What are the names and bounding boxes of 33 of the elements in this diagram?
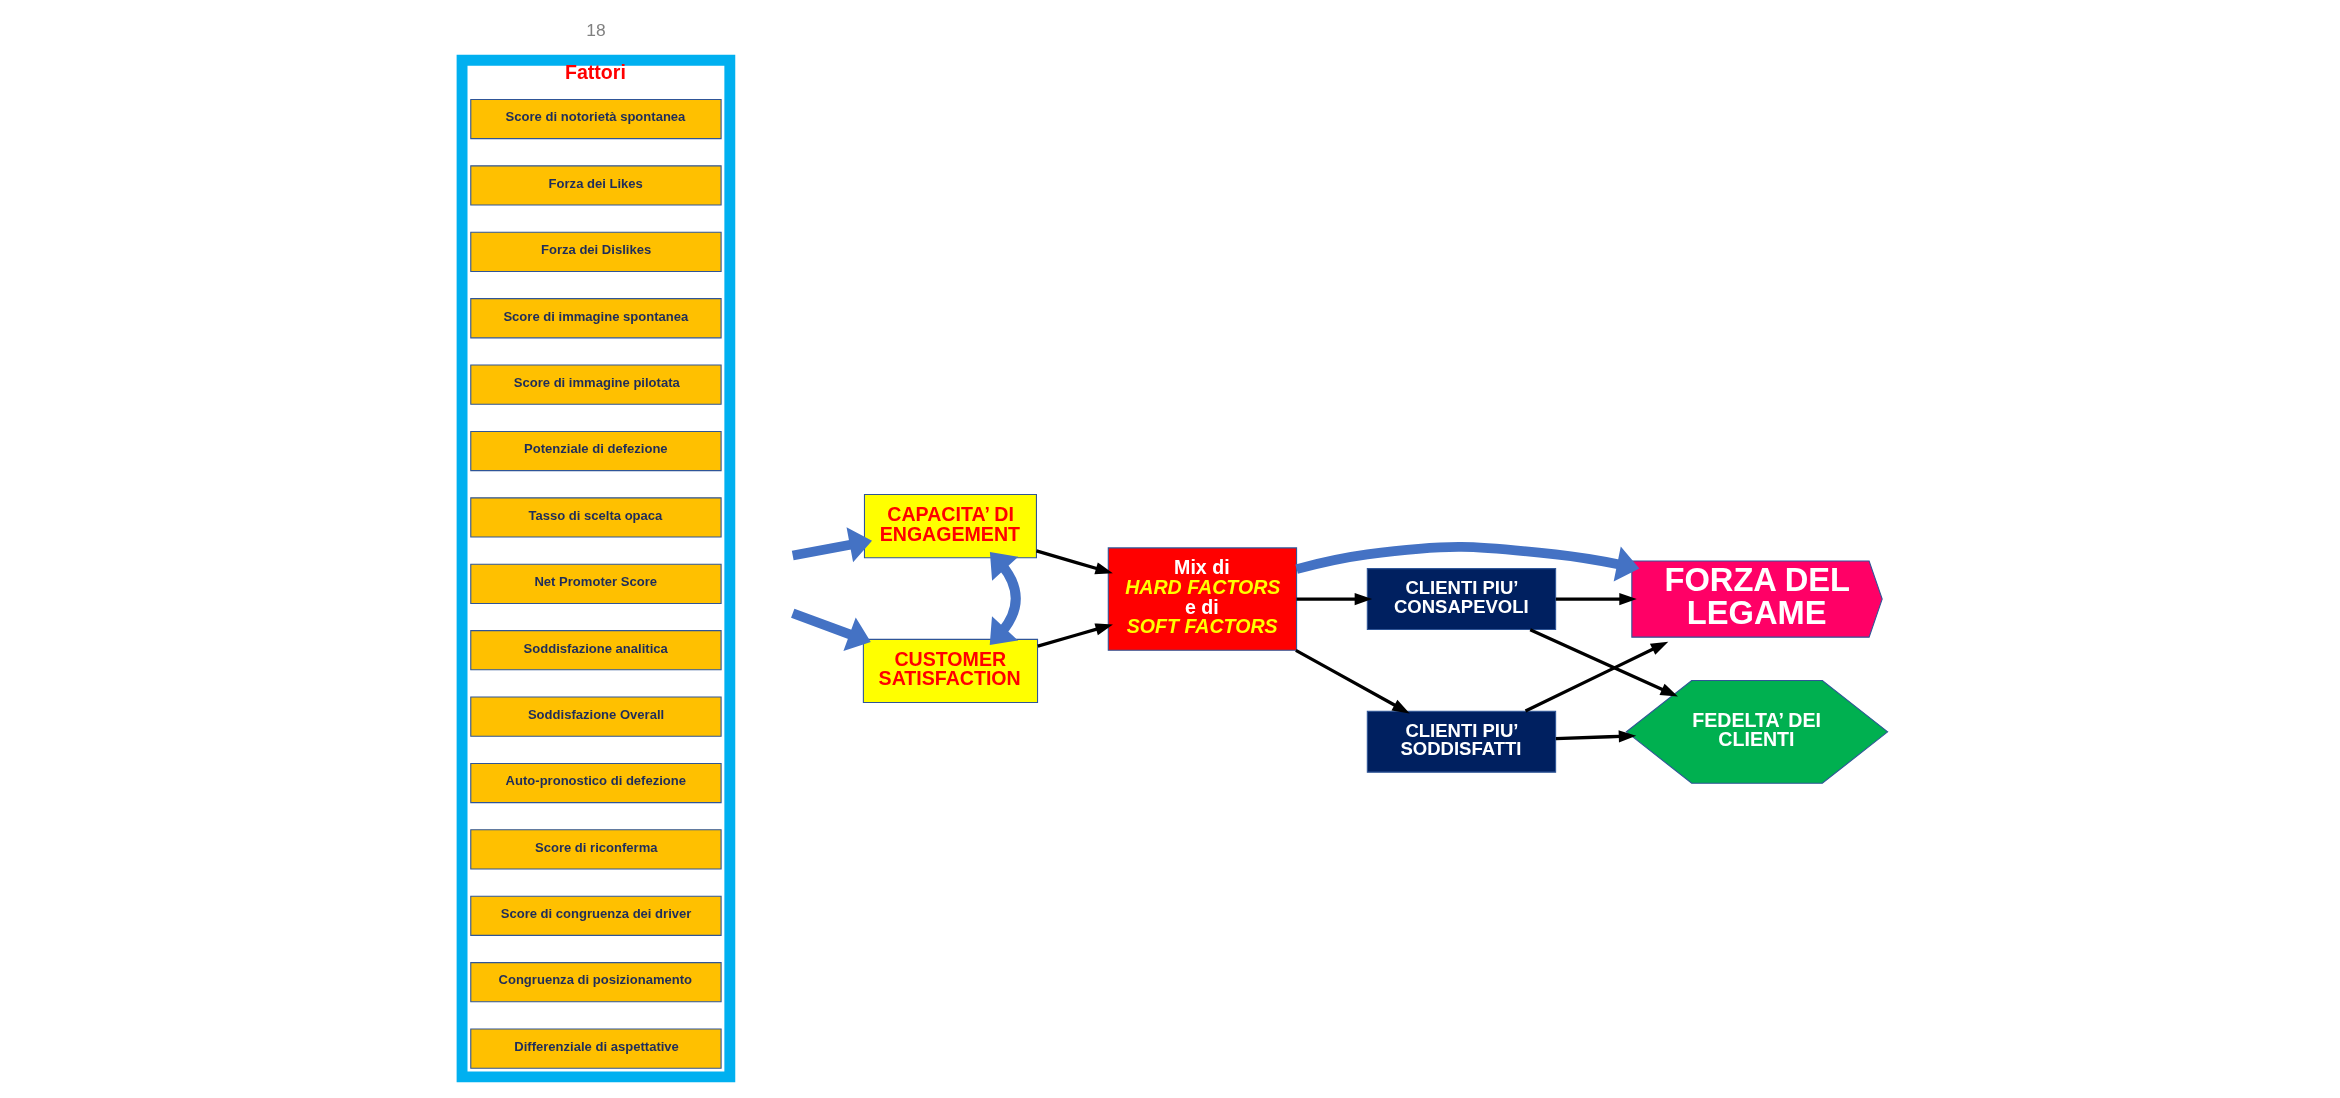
arrow: [1524, 641, 1668, 713]
node-box: Score di immagine spontanea: [469, 298, 722, 339]
node-box: Score di riconferma: [469, 829, 722, 870]
node-box: Soddisfazione analitica: [469, 630, 722, 671]
node-box: Potenziale di defezione: [469, 430, 722, 472]
arrow: [1296, 592, 1372, 606]
arrow: [1035, 549, 1113, 575]
arrow: [1555, 730, 1636, 743]
node-box: Score di immagine pilotata: [469, 364, 722, 405]
node-box: Auto-pronostico di defezione: [469, 762, 722, 804]
node-box: CAPACITA’ DI ENGAGEMENT: [863, 494, 1037, 559]
node-box: CLIENTI PIU’ SODDISFATTI: [1366, 710, 1556, 773]
node-box: Mix di HARD FACTORS e di SOFT FACTORS: [1107, 547, 1297, 651]
node-box: Net Promoter Score: [469, 563, 722, 604]
node-box: CUSTOMER SATISFACTION: [862, 638, 1038, 703]
node-box: Score di notorietà spontanea: [469, 98, 722, 140]
label: 18: [585, 20, 606, 41]
arrow: [1036, 623, 1113, 648]
node-box: Score di congruenza dei driver: [469, 895, 722, 936]
arrow: [790, 608, 871, 651]
arrow: [791, 527, 872, 563]
node-box: Congruenza di posizionamento: [469, 962, 722, 1003]
arrow: [1294, 541, 1639, 582]
arrow: [1529, 628, 1678, 697]
node-box: CLIENTI PIU’ CONSAPEVOLI: [1366, 568, 1556, 631]
arrow: [1555, 592, 1637, 606]
node-box: Soddisfazione Overall: [469, 696, 722, 737]
node-box: Forza dei Dislikes: [469, 231, 722, 272]
node-box: Differenziale di aspettative: [469, 1028, 722, 1069]
node-box: Tasso di scelta opaca: [469, 497, 722, 538]
arrow: [1294, 648, 1410, 714]
arrow: [989, 552, 1021, 646]
node-box: Forza dei Likes: [469, 165, 722, 206]
